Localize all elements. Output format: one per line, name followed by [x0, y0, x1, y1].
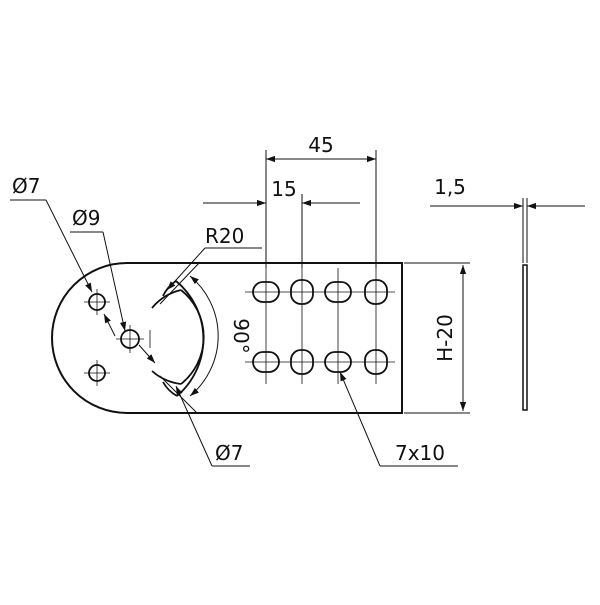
arc-slot: [151, 280, 205, 397]
dimension-45: [265, 150, 377, 268]
dimension-height-label: H-20: [433, 314, 457, 362]
dimension-45-label: 45: [308, 133, 333, 157]
dimension-15: [203, 194, 360, 268]
radius-label: R20: [205, 224, 244, 248]
leader-r20: [166, 247, 262, 291]
left-holes: [88, 293, 140, 382]
center-lines: [84, 268, 395, 386]
dimension-thickness-label: 1,5: [434, 175, 466, 199]
leader-center-hole: [70, 231, 127, 332]
bottom-hole-dia-label: Ø7: [215, 441, 243, 465]
slot-hole-size-label: 7x10: [395, 441, 445, 465]
leader-slot-holes: [339, 371, 458, 467]
side-view: [430, 198, 585, 411]
top-hole-dia-label: Ø7: [12, 174, 40, 198]
center-hole-dia-label: Ø9: [72, 206, 100, 230]
dimension-15-label: 15: [271, 177, 296, 201]
leader-bottom-hole: [138, 344, 250, 467]
plate-outline: [51, 262, 403, 414]
dimension-height: [404, 262, 470, 414]
dimension-angle: [189, 275, 219, 397]
slot-holes: [252, 279, 388, 375]
dimension-angle-label: 90°: [229, 318, 253, 353]
leader-top-hole: [10, 199, 116, 337]
